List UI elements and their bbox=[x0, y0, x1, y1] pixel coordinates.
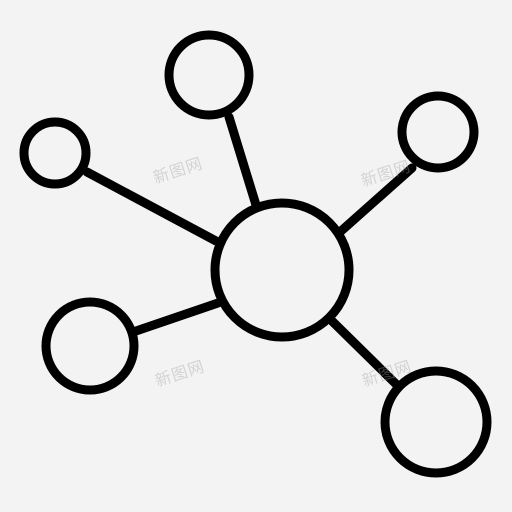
connector-left bbox=[82, 167, 221, 246]
right-node bbox=[397, 91, 479, 173]
left-node bbox=[19, 117, 91, 189]
connector-right bbox=[335, 163, 417, 237]
top-node bbox=[164, 30, 254, 120]
connector-bottom-right bbox=[327, 316, 403, 391]
connector-bottom-left bbox=[131, 298, 223, 336]
bottom-right-node bbox=[380, 366, 492, 478]
center-node bbox=[210, 198, 354, 342]
bottom-left-node bbox=[41, 297, 139, 395]
connector-top bbox=[224, 112, 261, 210]
